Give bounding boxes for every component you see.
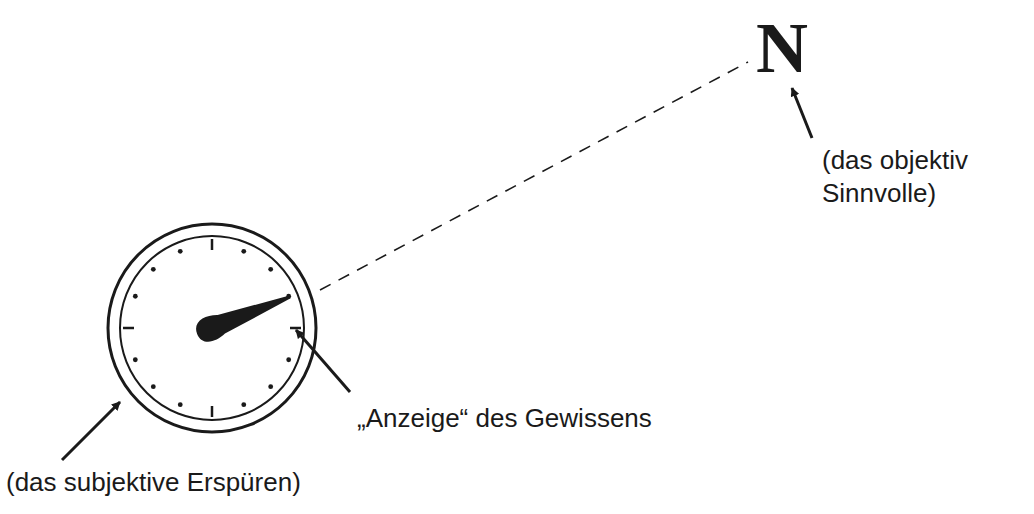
compass-dot bbox=[241, 402, 246, 407]
compass-inner-ring bbox=[120, 236, 304, 420]
compass-outer-ring bbox=[108, 224, 316, 432]
compass-dot bbox=[178, 249, 183, 254]
compass-needle bbox=[193, 285, 295, 345]
callout-text: (das subjektive Erspüren) bbox=[6, 466, 301, 499]
compass-dot bbox=[268, 267, 273, 272]
compass-dot bbox=[178, 402, 183, 407]
compass-dot bbox=[241, 249, 246, 254]
callout-text: „Anzeige“ des Gewissens bbox=[357, 402, 652, 435]
compass-dot bbox=[133, 294, 138, 299]
leader-arrow bbox=[792, 88, 812, 138]
compass-tick bbox=[123, 327, 134, 330]
leader-arrow bbox=[296, 330, 350, 392]
dashed-direction-line bbox=[320, 62, 748, 290]
callout-text: (das objektiv Sinnvolle) bbox=[822, 144, 1027, 209]
compass-dot bbox=[151, 384, 156, 389]
compass-dot bbox=[133, 357, 138, 362]
compass-dot bbox=[151, 267, 156, 272]
compass-tick bbox=[211, 406, 214, 417]
compass-dot bbox=[286, 357, 291, 362]
leader-arrow bbox=[62, 402, 120, 460]
compass-tick bbox=[290, 327, 301, 330]
compass-tick bbox=[211, 239, 214, 250]
compass-ticks bbox=[123, 239, 301, 417]
north-letter: N bbox=[756, 12, 808, 84]
compass-dot bbox=[268, 384, 273, 389]
